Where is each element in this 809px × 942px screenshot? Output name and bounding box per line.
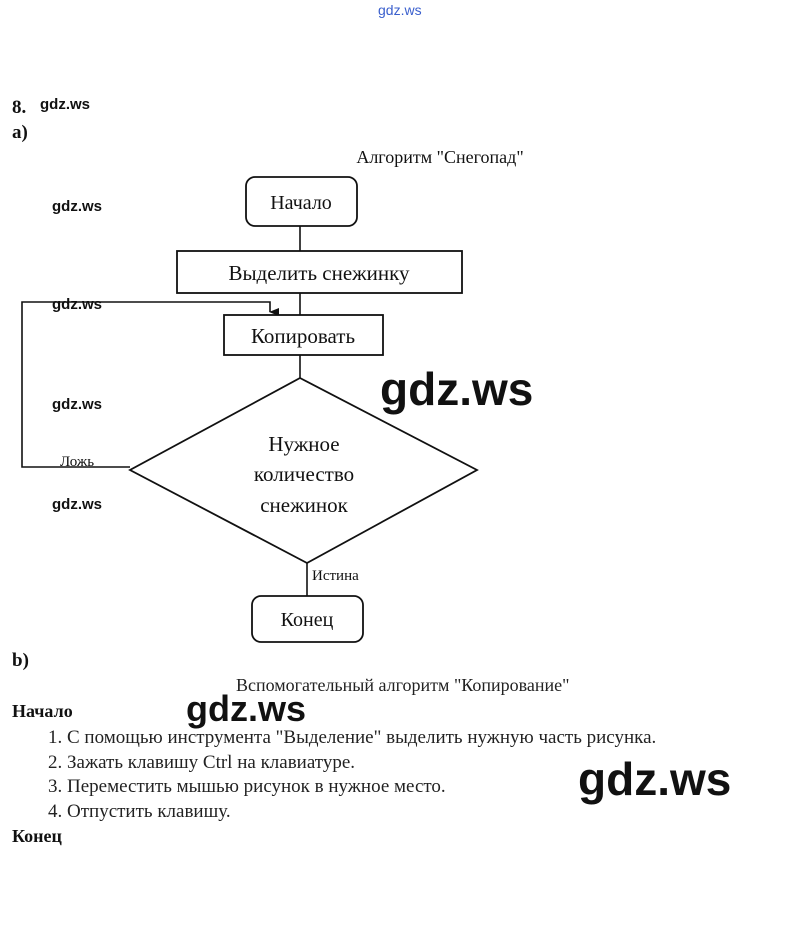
flowchart: Алгоритм "Снегопад" Начало Выделить снеж… — [21, 147, 524, 643]
start-node — [245, 176, 358, 227]
helper-end: Конец — [12, 826, 62, 846]
select-snowflake-node — [176, 250, 463, 294]
loop-back-arrow — [21, 301, 279, 468]
helper-begin: Начало — [12, 701, 73, 721]
watermark: gdz.ws — [52, 496, 103, 513]
flowchart-title: Алгоритм "Снегопад" — [356, 147, 523, 167]
watermark: gdz.ws — [52, 296, 103, 313]
part-b-label: b) — [12, 650, 29, 671]
helper-step: 3. Переместить мышью рисунок в нужное ме… — [48, 776, 446, 797]
true-branch-label: Истина — [312, 568, 359, 584]
helper-step: 4. Отпустить клавишу. — [48, 800, 231, 822]
watermark: gdz.ws — [52, 396, 103, 413]
helper-title: Вспомогательный алгоритм "Копирование" — [236, 675, 570, 695]
select-snowflake-label: Выделить снежинку — [228, 261, 410, 285]
false-branch-label: Ложь — [60, 454, 94, 470]
decision-label-line1: Нужное — [268, 432, 339, 456]
decision-label-line3: снежинок — [260, 493, 348, 517]
watermark: gdz.ws — [52, 198, 103, 215]
start-label: Начало — [270, 192, 332, 214]
decision-label-line2: количество — [254, 462, 354, 486]
helper-steps: 1. С помощью инструмента "Выделение" выд… — [48, 726, 656, 824]
end-label: Конец — [281, 609, 334, 631]
watermark-top: gdz.ws — [378, 2, 422, 18]
watermark: gdz.ws — [40, 96, 91, 113]
helper-step: 2. Зажать клавишу Ctrl на клавиатуре. — [48, 751, 356, 773]
watermark-large: gdz.ws — [380, 363, 534, 415]
watermark-large: gdz.ws — [578, 753, 732, 805]
watermark-large: gdz.ws — [186, 688, 307, 729]
task-number: 8. — [12, 97, 27, 118]
part-a-label: a) — [12, 122, 28, 143]
copy-node — [223, 314, 384, 356]
end-node — [251, 595, 364, 643]
copy-label: Копировать — [251, 324, 355, 348]
helper-step: 1. С помощью инструмента "Выделение" выд… — [48, 727, 657, 748]
decision-node — [128, 376, 479, 565]
